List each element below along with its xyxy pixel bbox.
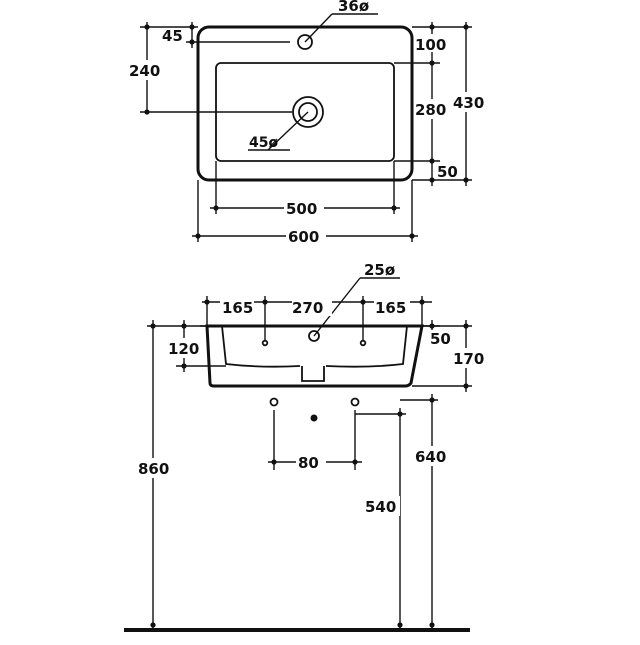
supply-right [350,397,360,407]
leader-drain [267,111,309,151]
dim-left-spacing: 165 [222,299,253,317]
waste-outlet [310,414,318,422]
drain-inner [298,102,318,122]
front-view: 25ø 165 270 165 50 170 [124,261,492,632]
dim-overflow-diameter: 25ø [364,261,395,279]
dim-overall-depth: 430 [453,94,484,112]
drain-outer [292,96,324,128]
dim-bowl-depth: 280 [415,101,446,119]
dim-floor-to-top: 640 [415,448,446,466]
dim-floor-to-outlet: 540 [365,498,396,516]
dim-tap-hole-offset: 45 [162,27,183,45]
dim-rim-thickness: 50 [430,330,451,348]
dim-bowl-height: 120 [168,340,199,358]
dim-overall-width: 600 [288,228,319,246]
dim-drain-diameter: 45ø [249,135,278,151]
leader-tap-hole [304,13,333,43]
supply-left [269,397,279,407]
leader-overflow [313,277,361,337]
dim-drain-position: 240 [129,62,160,80]
tap-hole [297,34,313,50]
dim-trap-spacing: 80 [298,454,319,472]
dim-overall-height: 170 [453,350,484,368]
dim-bowl-width: 500 [286,200,317,218]
dim-floor-to-rim: 860 [138,460,169,478]
fixing-hole-left [261,339,269,347]
dim-center-spacing: 270 [292,299,323,317]
dim-tap-hole-diameter: 36ø [338,0,369,15]
dim-right-spacing: 165 [375,299,406,317]
dim-rim-bottom: 50 [437,163,458,181]
dim-rim-top: 100 [415,36,446,54]
basin-outline-top [196,25,414,182]
basin-body-front [205,324,424,388]
fixing-hole-right [359,339,367,347]
top-view: 36ø 45ø 45 240 100 280 [128,0,492,246]
drain-stub-front [301,366,325,382]
overflow-hole [308,330,320,342]
